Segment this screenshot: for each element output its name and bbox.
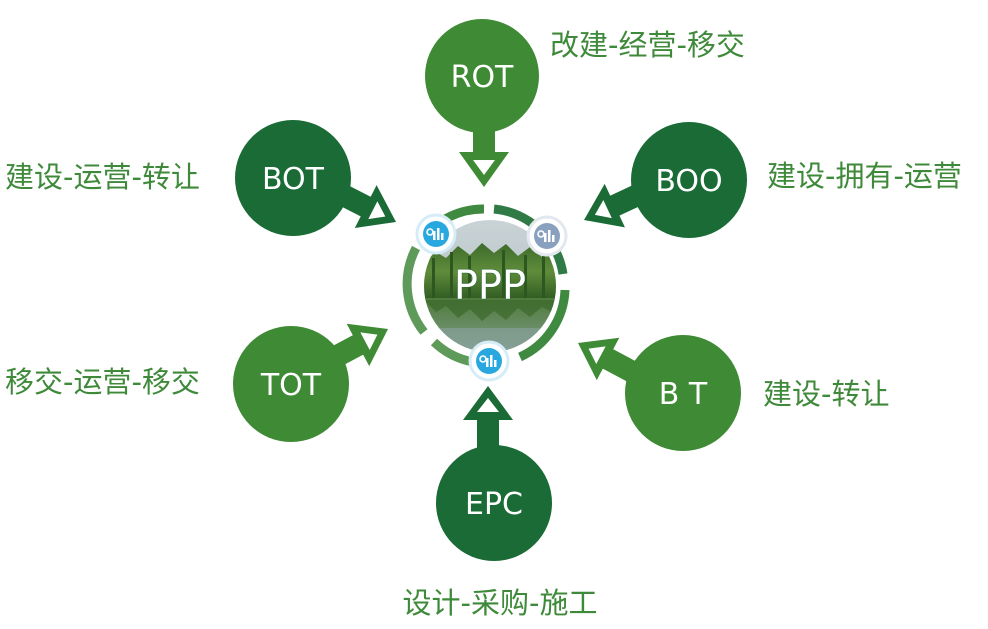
node-epc-circle xyxy=(436,445,552,561)
node-boo-circle xyxy=(631,122,747,238)
node-bt-circle xyxy=(625,335,741,451)
node-rot-label: ROT xyxy=(451,60,514,95)
node-rot-circle xyxy=(425,19,539,133)
node-epc-description: 设计-采购-施工 xyxy=(403,586,598,620)
node-epc-label: EPC xyxy=(465,487,523,522)
ppp-hub: PPP xyxy=(402,200,576,382)
node-bt-description: 建设-转让 xyxy=(763,377,889,411)
node-tot-description: 移交-运营-移交 xyxy=(5,365,200,399)
node-boo: BOO xyxy=(631,122,747,238)
node-boo-label: BOO xyxy=(655,164,722,199)
node-bot-description: 建设-运营-转让 xyxy=(5,160,200,194)
node-tot-label: TOT xyxy=(260,368,322,403)
node-bot-circle xyxy=(235,120,351,236)
node-tot-circle xyxy=(233,326,349,442)
hub-label: PPP xyxy=(454,263,526,309)
node-bt: B T xyxy=(625,335,741,451)
node-rot: ROT xyxy=(425,19,539,133)
chart-gear-icon xyxy=(468,340,510,382)
node-epc: EPC xyxy=(436,445,552,561)
node-tot: TOT xyxy=(233,326,349,442)
node-bot-label: BOT xyxy=(262,162,325,197)
node-bot: BOT xyxy=(235,120,351,236)
chart-gear-icon xyxy=(526,215,568,257)
node-rot-description: 改建-经营-移交 xyxy=(550,28,745,62)
node-boo-description: 建设-拥有-运营 xyxy=(767,159,962,193)
chart-gear-icon xyxy=(415,213,457,255)
node-bt-label: B T xyxy=(659,377,708,412)
